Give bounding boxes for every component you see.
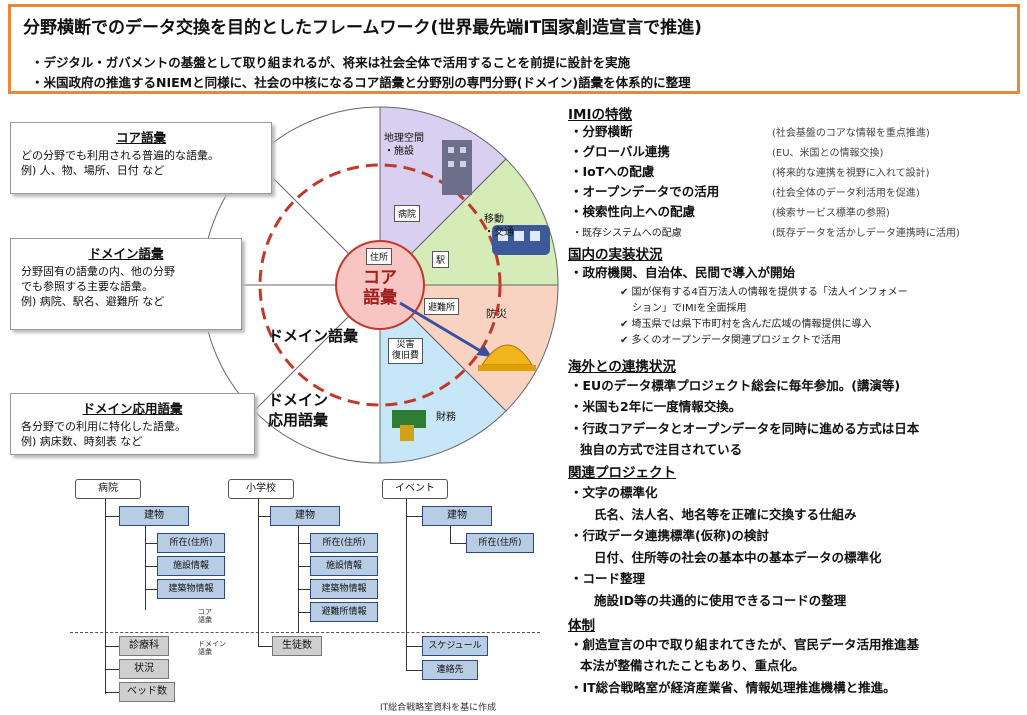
- app-vocab-callout: ドメイン応用語彙 各分野での利用に特化した語彙。例) 病床数、時刻表 など: [10, 393, 255, 455]
- inner-address: 住所: [366, 248, 393, 265]
- sector-finance-label: 財務: [436, 412, 456, 423]
- inner-station: 駅: [432, 251, 450, 268]
- domestic-check: ✔ 埼玉県では県下市町村を含んだ広域の情報提供に導入: [620, 319, 872, 330]
- tree-node: 施設情報: [310, 556, 378, 576]
- tree-node: 建物: [270, 506, 340, 526]
- tree-node: 建物: [422, 506, 492, 526]
- core-label: コア語彙: [363, 268, 397, 308]
- overseas-line: ・米国も2年に一度情報交換。: [570, 399, 742, 414]
- tree-node: 建築物情報: [310, 579, 378, 599]
- header-banner: 分野横断でのデータ交換を目的としたフレームワーク(世界最先端IT国家創造宣言で推…: [8, 4, 1020, 94]
- domestic-heading: 国内の実装状況: [568, 247, 663, 263]
- inner-shelter: 避難所: [424, 298, 460, 315]
- projects-heading: 関連プロジェクト: [568, 465, 676, 481]
- sector-disaster-label: 防災: [486, 308, 507, 320]
- money-icon: [392, 410, 426, 428]
- tree-school-root: 小学校: [228, 479, 294, 499]
- tree-node: 建物: [119, 506, 189, 526]
- overseas-line: ・EUのデータ標準プロジェクト総会に毎年参加。(講演等): [570, 378, 901, 393]
- vocabulary-wheel: [201, 106, 559, 464]
- tree-node: 連絡先: [422, 660, 478, 680]
- projects-line: 氏名、法人名、地名等を正確に交換する仕組み: [594, 507, 857, 522]
- header-bullet-1: ・デジタル・ガバメントの基盤として取り組まれるが、将来は社会全体で活用することを…: [31, 55, 631, 70]
- overseas-heading: 海外との連携状況: [568, 359, 676, 375]
- domain-vocab-label: ドメイン語彙: [268, 327, 359, 345]
- imi-note: (将来的な連携を視野に入れて設計): [772, 168, 930, 179]
- imi-item: ・分野横断: [570, 124, 633, 139]
- imi-note: (社会基盤のコアな情報を重点推進): [772, 128, 930, 139]
- building-icon: [442, 140, 472, 195]
- tree-node: 建築物情報: [157, 579, 225, 599]
- org-line: ・創造宣言の中で取り組まれてきたが、官民データ活用推進基: [570, 637, 920, 652]
- imi-note: (社会全体のデータ利活用を促進): [772, 188, 920, 199]
- tree-node: 所在(住所): [466, 533, 534, 553]
- overseas-line: ・行政コアデータとオープンデータを同時に進める方式は日本: [570, 421, 920, 436]
- header-bullet-2: ・米国政府の推進するNIEMと同様に、社会の中核になるコア語彙と分野別の専門分野…: [31, 75, 691, 90]
- helmet-icon: [481, 344, 533, 366]
- core-callout-body: どの分野でも利用される普遍的な語彙。例) 人、物、場所、日付 など: [21, 149, 219, 177]
- imi-item: ・オープンデータでの活用: [570, 184, 720, 199]
- page-title: 分野横断でのデータ交換を目的としたフレームワーク(世界最先端IT国家創造宣言で推…: [23, 18, 702, 38]
- inner-disaster-cost: 災害復旧費: [388, 338, 424, 364]
- domain-callout-title: ドメイン語彙: [88, 246, 164, 261]
- imi-item: ・検索性向上への配慮: [570, 204, 696, 219]
- imi-note: (検索サービス標準の参照): [772, 208, 890, 219]
- domain-tag: ドメイン語彙: [198, 640, 226, 656]
- domain-vocab-callout: ドメイン語彙 分野固有の語彙の内、他の分野でも参照する主要な語彙。例) 病院、駅…: [10, 238, 242, 330]
- projects-line: 施設ID等の共通的に使用できるコードの整理: [594, 593, 847, 608]
- tree-node: ベッド数: [119, 682, 175, 702]
- imi-item: ・IoTへの配慮: [570, 164, 655, 179]
- source-note: IT総合戦略室資料を基に作成: [380, 703, 497, 713]
- org-line: 本法が整備されたこともあり、重点化。: [580, 658, 805, 673]
- domestic-check: ✔ 国が保有する4百万法人の情報を提供する「法人インフォメー: [620, 287, 908, 298]
- domain-ring: [258, 163, 502, 407]
- domestic-main: ・政府機関、自治体、民間で導入が開始: [570, 265, 796, 280]
- tree-node: 診療科: [119, 636, 169, 656]
- domestic-check: ✔ 多くのオープンデータ関連プロジェクトで活用: [620, 335, 841, 346]
- projects-line: ・文字の標準化: [570, 485, 658, 500]
- org-heading: 体制: [568, 618, 595, 634]
- imi-note: (EU、米国との情報交換): [772, 148, 884, 159]
- tree-node: 施設情報: [157, 556, 225, 576]
- projects-line: ・コード整理: [570, 571, 646, 586]
- app-callout-title: ドメイン応用語彙: [82, 401, 183, 416]
- overseas-line: 独自の方式で注目されている: [580, 442, 743, 457]
- imi-heading: IMIの特徴: [568, 107, 632, 123]
- tree-node: 避難所情報: [310, 602, 378, 622]
- domain-callout-body: 分野固有の語彙の内、他の分野でも参照する主要な語彙。例) 病院、駅名、避難所 な…: [21, 265, 175, 308]
- imi-item: ・グローバル連携: [570, 144, 670, 159]
- org-line: ・IT総合戦略室が経済産業省、情報処理推進機構と推進。: [570, 680, 896, 695]
- core-tag: コア語彙: [198, 608, 212, 624]
- sector-geo-label: 地理空間・施設: [384, 133, 424, 157]
- app-callout-body: 各分野での利用に特化した語彙。例) 病床数、時刻表 など: [21, 420, 186, 448]
- imi-note: (既存データを活かしデータ連携時に活用): [772, 228, 960, 239]
- projects-line: 日付、住所等の社会の基本中の基本データの標準化: [594, 550, 882, 565]
- core-callout-title: コア語彙: [115, 130, 166, 145]
- inner-hospital: 病院: [394, 205, 421, 222]
- imi-item: ・既存システムへの配慮: [572, 228, 682, 239]
- tree-node: 所在(住所): [310, 533, 378, 553]
- core-circle: [335, 240, 425, 330]
- tree-node: スケジュール: [422, 636, 488, 656]
- tree-node: 状況: [119, 659, 169, 679]
- domestic-check: ション」でIMIを全面採用: [632, 303, 747, 314]
- app-vocab-label: ドメイン応用語彙: [268, 391, 329, 429]
- tree-node: 所在(住所): [157, 533, 225, 553]
- tree-node: 生徒数: [272, 636, 322, 656]
- core-vocab-callout: コア語彙 どの分野でも利用される普遍的な語彙。例) 人、物、場所、日付 など: [10, 122, 272, 194]
- tree-event-root: イベント: [382, 479, 448, 499]
- sector-geo: [379, 106, 507, 287]
- sector-transport-label: 移動・交通: [484, 214, 514, 238]
- tree-hospital-root: 病院: [75, 479, 141, 499]
- projects-line: ・行政データ連携標準(仮称)の検討: [570, 528, 769, 543]
